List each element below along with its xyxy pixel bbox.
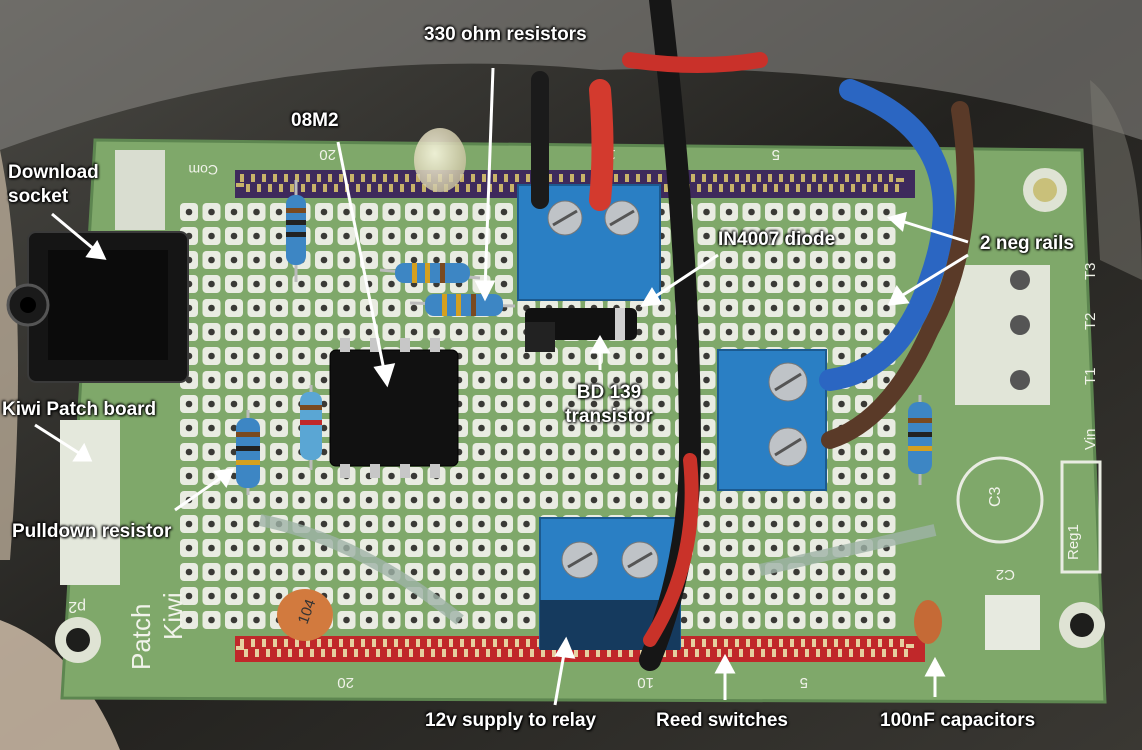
pad-bottom-right bbox=[985, 595, 1040, 650]
label-pulldown-resistor: Pulldown resistor bbox=[12, 521, 172, 542]
num-5-bottom: 5 bbox=[800, 674, 808, 691]
resistors bbox=[236, 180, 932, 495]
wire-red-bottom bbox=[643, 453, 699, 647]
header-pads-left bbox=[60, 420, 120, 585]
t1-text: T1 bbox=[1082, 367, 1099, 385]
resistor-mid bbox=[300, 385, 322, 470]
vin-text: Vin bbox=[1082, 429, 1099, 450]
com-text: Com bbox=[188, 162, 218, 178]
capacitor-right bbox=[914, 600, 942, 644]
reg1-text: Reg1 bbox=[1065, 524, 1082, 560]
label-in4007-diode: IN4007 diode bbox=[718, 229, 836, 250]
resistor-right bbox=[908, 395, 932, 485]
transistor-bd139 bbox=[525, 322, 555, 352]
led-top bbox=[414, 128, 466, 192]
reed-switches bbox=[258, 514, 937, 625]
label-download-socket-1: Download bbox=[8, 162, 99, 183]
terminal-block-right bbox=[717, 349, 827, 491]
label-330-ohm-resistors: 330 ohm resistors bbox=[424, 24, 587, 45]
label-12v-supply: 12v supply to relay bbox=[425, 710, 597, 731]
c2-text: C2 bbox=[996, 566, 1015, 583]
wire-red-top bbox=[589, 79, 614, 211]
c3-outline bbox=[956, 456, 1044, 544]
reg1-outline bbox=[1060, 460, 1102, 574]
label-download-socket-2: socket bbox=[8, 186, 69, 207]
label-neg-rails: 2 neg rails bbox=[980, 233, 1074, 254]
t2-text: T2 bbox=[1082, 312, 1099, 330]
label-bd139: BD 139 bbox=[576, 382, 642, 403]
plastic-bag-top bbox=[0, 0, 1142, 150]
red-rail-pins bbox=[236, 639, 914, 657]
chip-08m2 bbox=[329, 338, 459, 478]
label-kiwi-patch-board: Kiwi Patch board bbox=[2, 399, 157, 420]
label-08m2: 08M2 bbox=[291, 110, 339, 131]
resistor-330-1 bbox=[379, 263, 481, 283]
label-100nf-capacitors: 100nF capacitors bbox=[880, 710, 1036, 731]
capacitor-left bbox=[277, 589, 333, 641]
num-10-bottom: 10 bbox=[637, 674, 654, 691]
svg-text:Kiwi: Kiwi bbox=[158, 592, 188, 640]
num-20-bottom: 20 bbox=[337, 674, 354, 691]
c3-text: C3 bbox=[987, 486, 1004, 507]
num-5-top: 5 bbox=[772, 146, 780, 163]
resistor-top bbox=[286, 180, 306, 282]
brand-text: Patch bbox=[126, 604, 156, 671]
finger bbox=[0, 150, 18, 560]
t-pads bbox=[955, 265, 1050, 405]
resistor-pulldown bbox=[236, 410, 260, 495]
wire-brown bbox=[821, 101, 975, 449]
wires bbox=[531, 0, 975, 671]
led-right bbox=[1033, 178, 1057, 202]
capacitors-100nf: 104 bbox=[277, 589, 942, 644]
plastic-fold-right bbox=[1090, 80, 1142, 280]
resistor-330-2 bbox=[409, 294, 516, 316]
p2-text: p2 bbox=[68, 598, 86, 615]
pad-top-left bbox=[115, 150, 165, 230]
purple-rail-pins bbox=[236, 174, 904, 192]
wire-blue bbox=[819, 79, 955, 391]
label-transistor: transistor bbox=[565, 406, 653, 427]
num-20-top: 20 bbox=[319, 146, 336, 163]
t3-text: T3 bbox=[1082, 262, 1099, 280]
thumb bbox=[0, 620, 120, 750]
annotation-arrows bbox=[34, 67, 969, 706]
label-reed-switches: Reed switches bbox=[656, 710, 788, 731]
download-socket bbox=[6, 231, 189, 383]
